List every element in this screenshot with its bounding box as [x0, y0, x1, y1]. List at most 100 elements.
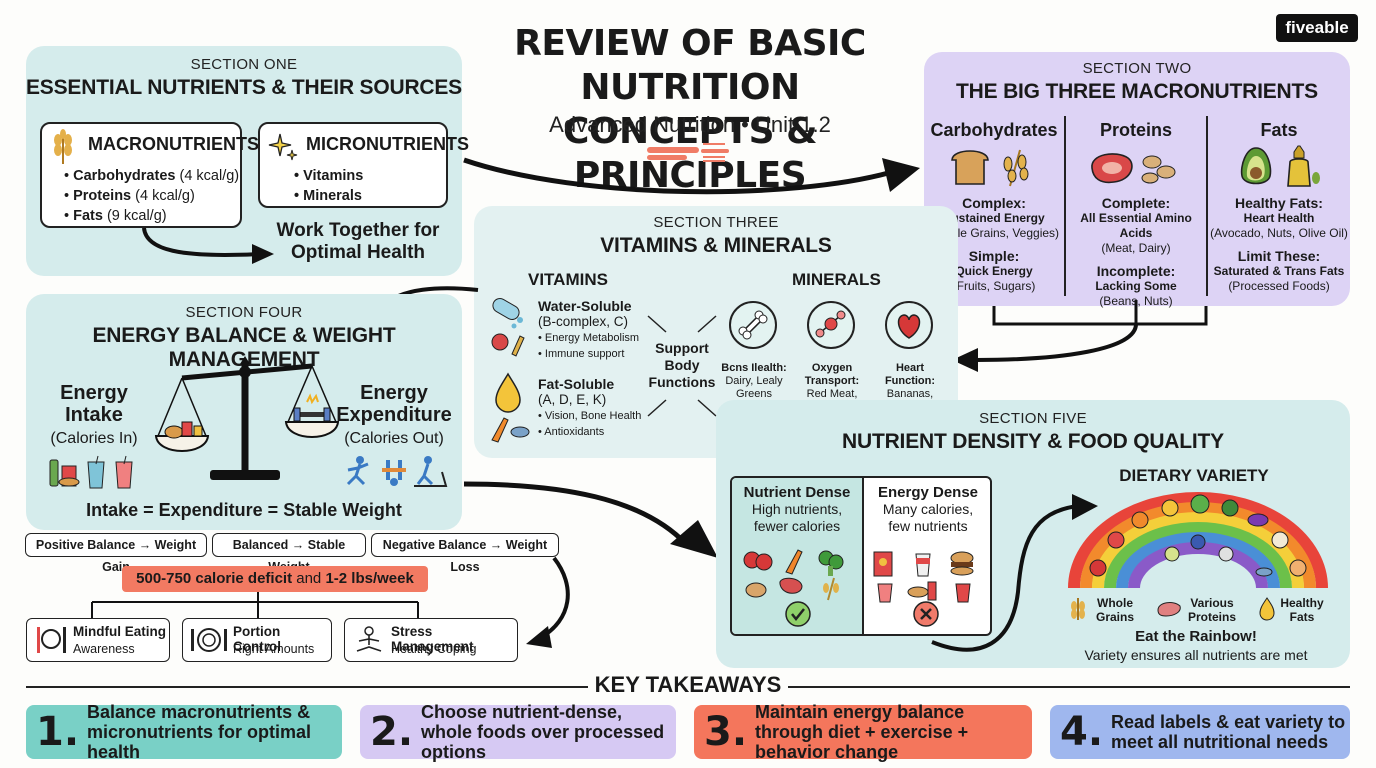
drop-icon: [1259, 597, 1275, 621]
section-five-title: NUTRIENT DENSITY & FOOD QUALITY: [842, 430, 1224, 453]
energy-equation: Intake = Expenditure = Stable Weight: [86, 500, 402, 520]
positive-balance-pill: Positive Balance → Weight Gain: [25, 533, 207, 574]
carbs-details: Complex: Sustained Energy (Whole Grains,…: [928, 195, 1060, 294]
micronutrients-list: • Vitamins • Minerals: [294, 166, 363, 206]
macronutrients-list: • Carbohydrates (4 kcal/g) • Proteins (4…: [64, 166, 239, 226]
avocado-icon: [1240, 145, 1320, 187]
list-item: • Carbohydrates (4 kcal/g): [64, 168, 240, 184]
strategy-portion-control: Portion Control Right Amounts: [182, 618, 332, 662]
bread-icon: [951, 149, 1029, 187]
energy-dense-text: Energy Dense Many calories, few nutrient…: [877, 484, 979, 534]
flow-arrow: [952, 300, 1208, 372]
fork-spoon-icon: [37, 627, 66, 653]
check-icon: [785, 601, 811, 627]
macronutrients-box: MACRONUTRIENTS • Carbohydrates (4 kcal/g…: [40, 122, 259, 228]
meat-icon: [1157, 602, 1181, 617]
takeaway-card: 4. Read labels & eat variety to meet all…: [1050, 705, 1350, 759]
support-body-functions: Support Body Functions: [648, 340, 716, 390]
drop-icon: [491, 372, 530, 443]
eat-the-rainbow: Eat the Rainbow!: [1135, 628, 1257, 645]
section-one-title: ESSENTIAL NUTRIENTS & THEIR SOURCES: [26, 76, 462, 99]
takeaways-heading: KEY TAKEAWAYS: [588, 672, 788, 698]
panel-divider: [862, 478, 864, 634]
macronutrients-heading: MACRONUTRIENTS: [88, 134, 259, 154]
wheat-icon: [54, 129, 72, 164]
section-one-label: SECTION ONE: [190, 56, 298, 73]
list-item: • Fats (9 kcal/g): [64, 208, 167, 224]
takeaway-card: 3. Maintain energy balance through diet …: [694, 702, 1032, 762]
title-line-1: REVIEW OF BASIC NUTRITION: [514, 23, 866, 108]
column-divider: [1206, 116, 1208, 296]
flow-arrow: [463, 481, 718, 558]
meditation-icon: [356, 626, 382, 652]
section-three-title: VITAMINS & MINERALS: [600, 234, 832, 257]
calorie-deficit-banner: 500-750 calorie deficit and 1-2 lbs/week: [122, 566, 428, 592]
fats-details: Healthy Fats: Heart Health (Avocado, Nut…: [1210, 195, 1348, 294]
exercise-icons: [346, 456, 448, 487]
processed-foods-icons: [873, 551, 974, 603]
cross-connector: [647, 315, 717, 417]
balanced-pill: Balanced → Stable Weight: [212, 533, 366, 574]
section-five-label: SECTION FIVE: [979, 410, 1087, 427]
x-icon: [913, 601, 939, 627]
section-two-label: SECTION TWO: [1082, 60, 1192, 77]
plate-icon: [191, 628, 227, 652]
section-five-panel: SECTION FIVE NUTRIENT DENSITY & FOOD QUA…: [716, 400, 1350, 668]
brand-logo: fiveable: [1276, 14, 1358, 42]
column-divider: [1064, 116, 1066, 296]
flow-arrow: [463, 157, 920, 195]
sparkle-icon: [268, 133, 298, 161]
takeaway-card: 1. Balance macronutrients & micronutrien…: [26, 702, 342, 762]
molecule-icon: [807, 301, 855, 349]
heart-icon: [885, 301, 933, 349]
proteins-details: Complete: All Essential Amino Acids (Mea…: [1080, 195, 1192, 309]
section-two-title: THE BIG THREE MACRONUTRIENTS: [956, 80, 1318, 103]
fats-heading: Fats: [1260, 120, 1298, 140]
strategy-tree-lines: [91, 592, 419, 618]
junk-food-icons: [49, 455, 133, 489]
bone-icon: [729, 301, 777, 349]
steak-icon: [1091, 153, 1176, 184]
takeaway-card: 2. Choose nutrient-dense, whole foods ov…: [360, 702, 676, 762]
micronutrients-box: MICRONUTRIENTS • Vitamins • Minerals: [258, 122, 469, 208]
energy-expenditure: Energy Expenditure (Calories Out): [336, 382, 452, 447]
capsule-icon: [491, 298, 525, 357]
wheat-icon: [1071, 598, 1085, 620]
minerals-heading: MINERALS: [792, 270, 881, 289]
section-three-label: SECTION THREE: [653, 214, 779, 231]
work-together-text: Work Together for Optimal Health: [276, 220, 440, 263]
list-item: • Minerals: [294, 188, 362, 204]
energy-intake: Energy Intake (Calories In): [50, 382, 138, 447]
proteins-heading: Proteins: [1099, 120, 1173, 140]
vitamins-heading: VITAMINS: [528, 270, 608, 289]
micronutrients-heading: MICRONUTRIENTS: [306, 134, 469, 154]
legend-whole-grains: Whole Grains: [1095, 596, 1134, 624]
section-two-panel: SECTION TWO THE BIG THREE MACRONUTRIENTS…: [924, 52, 1350, 309]
legend-various-proteins: Various Proteins: [1187, 596, 1236, 624]
flow-arrow: [526, 556, 570, 648]
scale-icon: [154, 356, 340, 480]
fork-knife-icon: [647, 143, 729, 162]
section-four-label: SECTION FOUR: [185, 304, 303, 321]
list-item: • Vitamins: [294, 168, 364, 184]
strategy-mindful-eating: Mindful Eating Awareness: [26, 618, 170, 662]
mineral-bone: Bcns Ilealth: Dairy, Lealy Greens: [721, 362, 787, 400]
legend-healthy-fats: Healthy Fats: [1280, 596, 1324, 624]
section-one-panel: SECTION ONE ESSENTIAL NUTRIENTS & THEIR …: [26, 46, 469, 276]
list-item: • Proteins (4 kcal/g): [64, 188, 195, 204]
page-subtitle: Advanced Nutrition • Unit 1.2: [549, 112, 831, 137]
nutrient-dense-text: Nutrient Dense High nutrients, fewer cal…: [743, 484, 851, 534]
negative-balance-pill: Negative Balance → Weight Loss: [371, 533, 559, 574]
whole-foods-icons: [743, 549, 844, 601]
water-soluble-block: Water-Soluble (B-complex, C) • Energy Me…: [538, 298, 640, 360]
connector-arrow: [142, 227, 274, 264]
variety-note: Variety ensures all nutrients are met: [1084, 647, 1308, 663]
section-four-panel: SECTION FOUR ENERGY BALANCE & WEIGHT MAN…: [26, 294, 462, 530]
density-comparison-box: Nutrient Dense High nutrients, fewer cal…: [730, 476, 992, 636]
carbohydrates-heading: Carbohydrates: [930, 120, 1058, 140]
dietary-variety-heading: DIETARY VARIETY: [1119, 466, 1269, 485]
flow-arrow: [931, 494, 1098, 652]
strategy-stress-management: Stress Management Healthy Coping: [344, 618, 518, 662]
rainbow-graphic: [1068, 492, 1328, 589]
fat-soluble-block: Fat-Soluble (A, D, E, K) • Vision, Bone …: [538, 376, 642, 438]
